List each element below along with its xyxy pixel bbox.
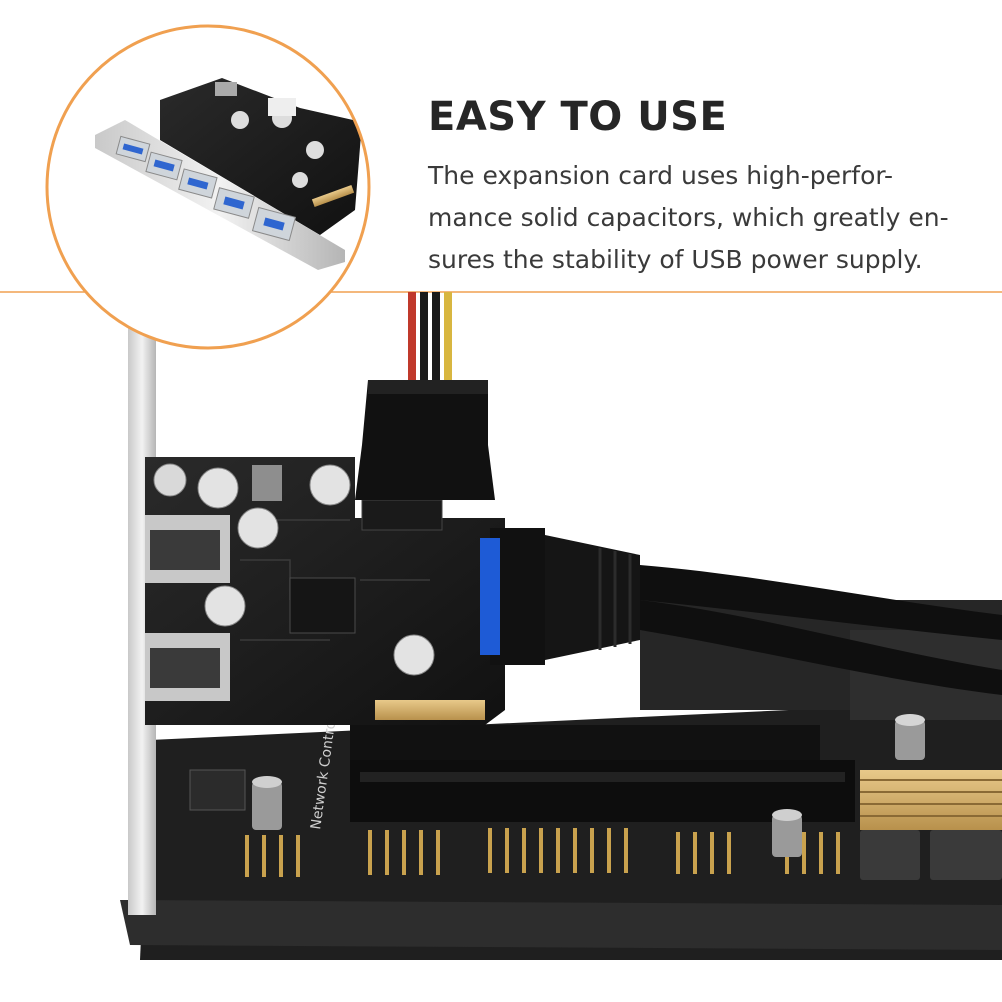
motherboard-photo: Network Controller <box>120 600 1002 960</box>
description-line: The expansion card uses high-perfor- <box>428 161 894 190</box>
usb-header-cable-photo <box>480 528 1002 695</box>
expansion-card-photo <box>128 325 505 915</box>
description-line: mance solid capacitors, which greatly en… <box>428 203 949 232</box>
description: The expansion card uses high-perfor- man… <box>428 155 949 281</box>
headline: EASY TO USE <box>428 94 728 140</box>
power-cable-photo <box>355 292 495 500</box>
description-line: sures the stability of USB power supply. <box>428 245 923 274</box>
inset-card-photo <box>45 24 371 350</box>
inset-circle-border <box>45 24 371 350</box>
